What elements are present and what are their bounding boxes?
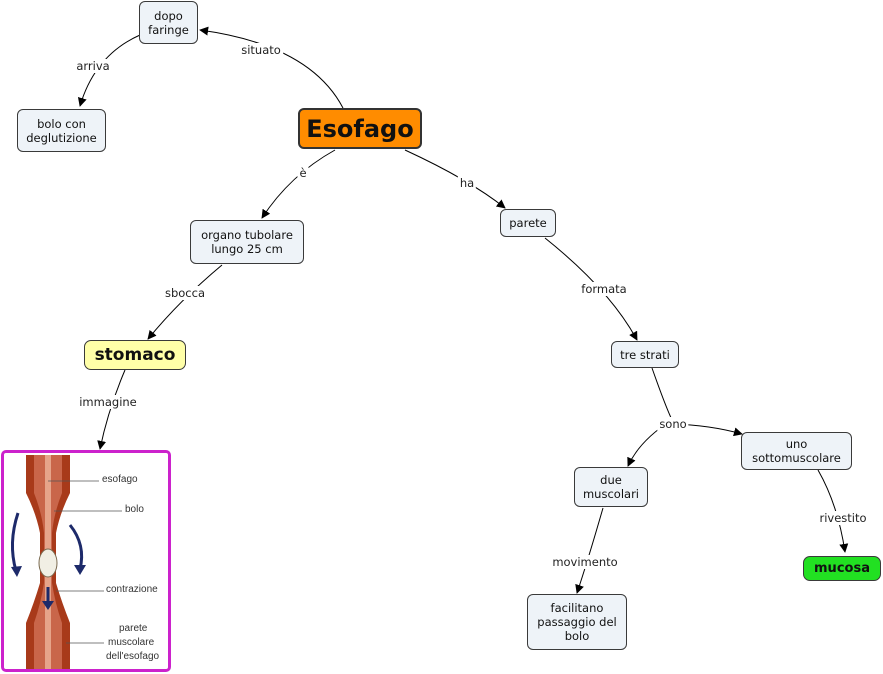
edge-esofago-dopo-faringe xyxy=(199,26,344,109)
link-label-arriva: arriva xyxy=(74,59,112,73)
link-label-situato: situato xyxy=(239,43,283,57)
node-esofago-root[interactable]: Esofago xyxy=(298,108,422,149)
esophagus-illustration xyxy=(11,455,122,669)
node-parete[interactable]: parete xyxy=(500,209,556,237)
link-label-e: è xyxy=(297,166,309,180)
link-label-ha: ha xyxy=(457,176,477,190)
caption-contrazione: contrazione xyxy=(106,584,158,595)
link-label-movimento: movimento xyxy=(550,555,620,569)
esophagus-image-node[interactable]: esofago bolo contrazione parete muscolar… xyxy=(1,450,171,672)
edge-organo-stomaco xyxy=(147,264,223,340)
caption-parete: parete xyxy=(119,623,148,634)
node-facilitano-passaggio[interactable]: facilitano passaggio del bolo xyxy=(527,594,627,650)
edge-due-facilitano xyxy=(575,507,604,594)
edge-esofago-parete xyxy=(404,149,506,209)
edge-uno-mucosa xyxy=(817,469,849,553)
link-label-sbocca: sbocca xyxy=(162,286,208,300)
edge-esofago-organo xyxy=(261,149,336,219)
node-organo-tubolare[interactable]: organo tubolare lungo 25 cm xyxy=(190,220,304,264)
edge-stomaco-immagine xyxy=(97,369,126,450)
node-bolo-con-deglutizione[interactable]: bolo con deglutizione xyxy=(17,109,106,152)
node-mucosa[interactable]: mucosa xyxy=(803,556,881,581)
caption-esofago: esofago xyxy=(102,474,138,485)
node-due-muscolari[interactable]: due muscolari xyxy=(574,467,648,507)
caption-dell-esofago: dell'esofago xyxy=(106,651,160,662)
node-tre-strati[interactable]: tre strati xyxy=(611,341,679,368)
caption-bolo: bolo xyxy=(125,504,144,515)
link-label-sono: sono xyxy=(657,417,689,431)
node-dopo-faringe[interactable]: dopo faringe xyxy=(139,1,198,44)
link-label-formata: formata xyxy=(579,282,629,296)
caption-muscolare: muscolare xyxy=(108,637,155,648)
link-label-rivestito: rivestito xyxy=(817,511,869,525)
link-label-immagine: immagine xyxy=(77,395,139,409)
node-uno-sottomuscolare[interactable]: uno sottomuscolare xyxy=(741,432,852,470)
node-stomaco[interactable]: stomaco xyxy=(84,340,186,370)
